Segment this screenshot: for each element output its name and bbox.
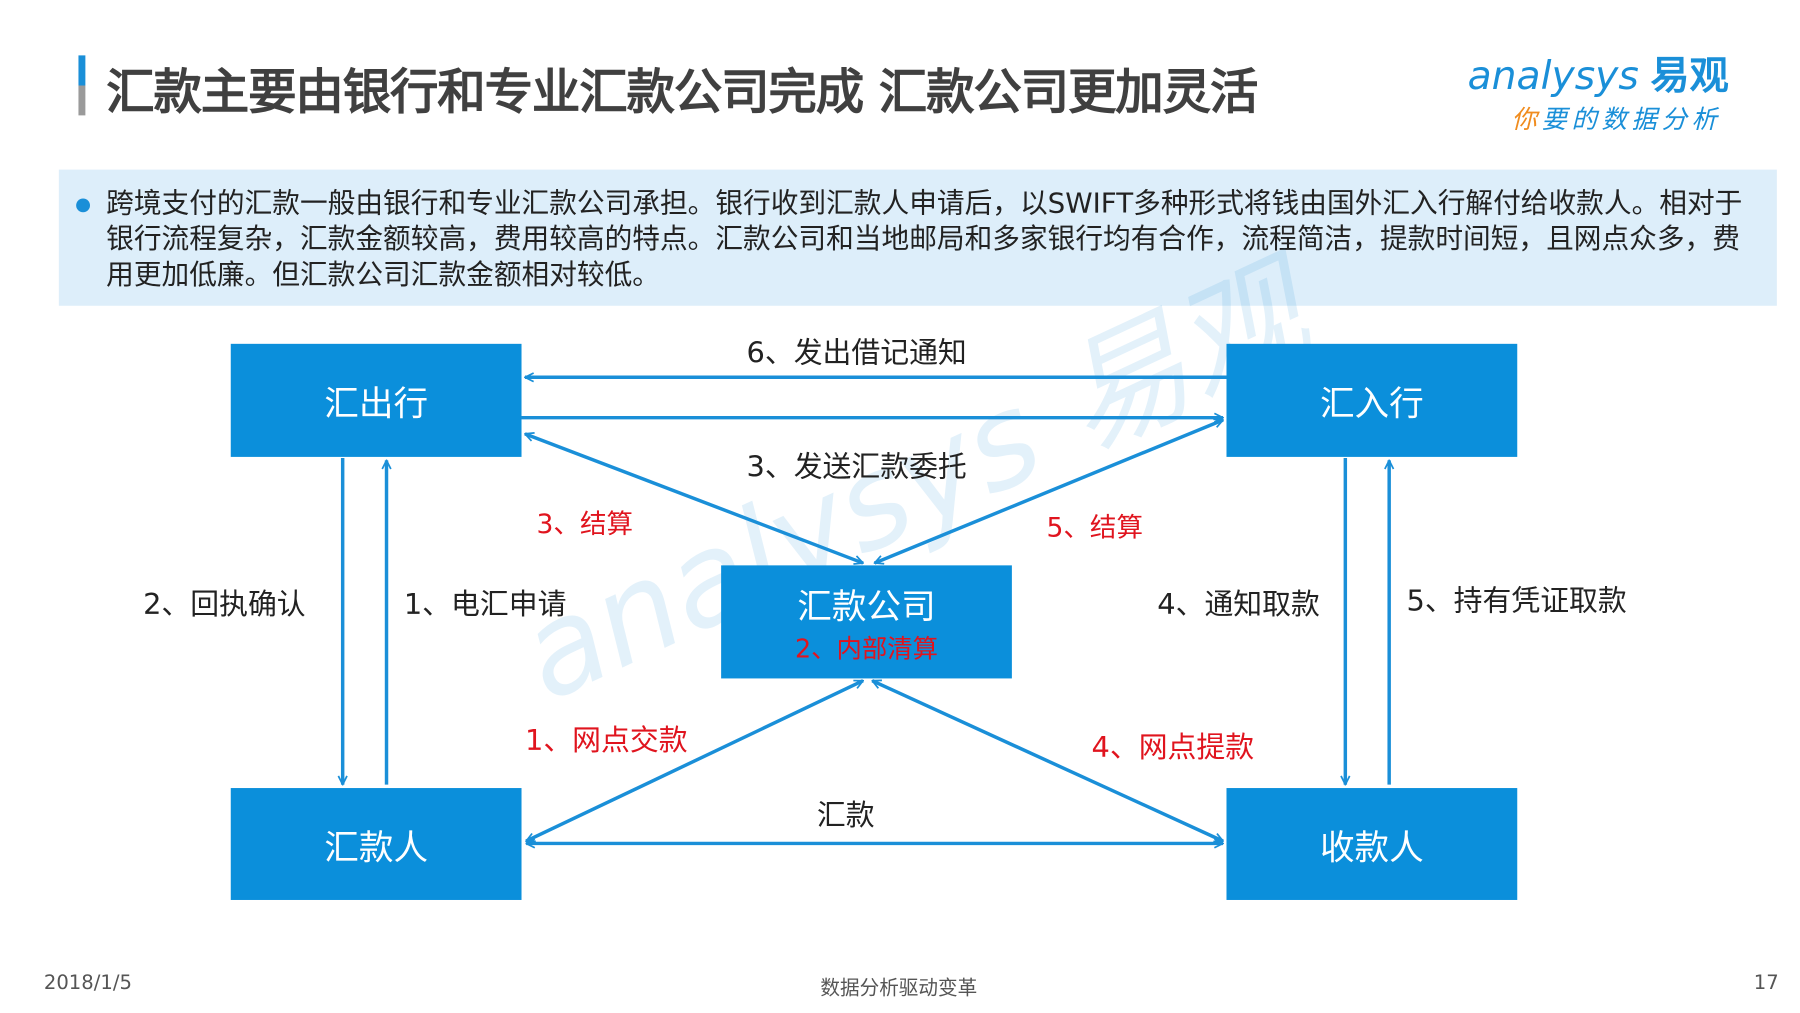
node-label: 收款人 (1319, 827, 1424, 869)
logo-en: analysys (1467, 53, 1639, 100)
page-title: 汇款主要由银行和专业汇款公司完成 汇款公司更加灵活 (106, 63, 1258, 120)
node-receive-bank: 汇入行 (1226, 343, 1518, 457)
label-debit-notice: 6、发出借记通知 (746, 335, 967, 370)
node-remit-bank: 汇出行 (230, 343, 522, 457)
node-company: 汇款公司 2、内部清算 (721, 565, 1012, 679)
arrow-settle-right (875, 418, 1223, 565)
summary-box (58, 169, 1777, 306)
label-outlet-pay: 1、网点交款 (524, 723, 688, 757)
label-send-order: 3、发送汇款委托 (746, 449, 967, 484)
footer-slogan: 数据分析驱动变革 (820, 977, 978, 1001)
logo-cn: 易观 (1650, 53, 1729, 100)
slogan-rest: 要的数据分析 (1541, 106, 1722, 135)
label-settle-left: 3、结算 (536, 509, 634, 540)
node-label: 汇出行 (324, 384, 429, 425)
arrow-outlet-pay (526, 679, 863, 843)
label-remit: 汇款 (816, 798, 875, 832)
summary-text: 跨境支付的汇款一般由银行和专业汇款公司承担。银行收到汇款人申请后，以SWIFT多… (106, 186, 1743, 291)
bullet-icon (76, 198, 90, 213)
label-wire-apply: 1、电汇申请 (403, 587, 567, 621)
node-label: 汇款公司 (797, 587, 936, 628)
label-notify: 4、通知取款 (1157, 587, 1320, 621)
title-accent-bar (78, 55, 86, 116)
logo-slogan: 你要的数据分析 (1511, 99, 1721, 136)
arrow-settle-left (525, 434, 863, 563)
page-number: 17 (1753, 971, 1779, 995)
arrow-outlet-withdraw (872, 679, 1223, 843)
footer-date: 2018/1/5 (43, 971, 132, 995)
label-receipt: 2、回执确认 (143, 587, 306, 621)
label-settle-right: 5、结算 (1046, 513, 1144, 544)
label-withdraw-voucher: 5、持有凭证取款 (1406, 583, 1627, 618)
slogan-first: 你 (1511, 106, 1542, 135)
node-payee: 收款人 (1226, 788, 1518, 900)
label-outlet-withdraw: 4、网点提款 (1091, 730, 1255, 764)
node-label: 汇款人 (324, 827, 429, 869)
node-label: 汇入行 (1319, 384, 1424, 425)
node-remitter: 汇款人 (230, 788, 522, 900)
node-sublabel: 2、内部清算 (794, 635, 939, 665)
